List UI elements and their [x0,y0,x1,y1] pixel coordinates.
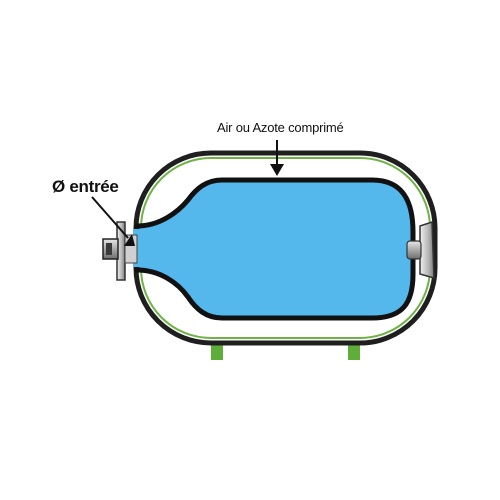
air-valve-body [406,240,422,260]
air-label: Air ou Azote comprimé [217,120,344,135]
inlet-connector-core [106,243,112,255]
air-valve-cap [419,220,435,280]
air-arrow-head [270,164,284,176]
inlet-arrow-line [91,196,129,239]
inlet-arrow-head [124,234,135,246]
inlet-label: Ø entrée [52,177,119,196]
